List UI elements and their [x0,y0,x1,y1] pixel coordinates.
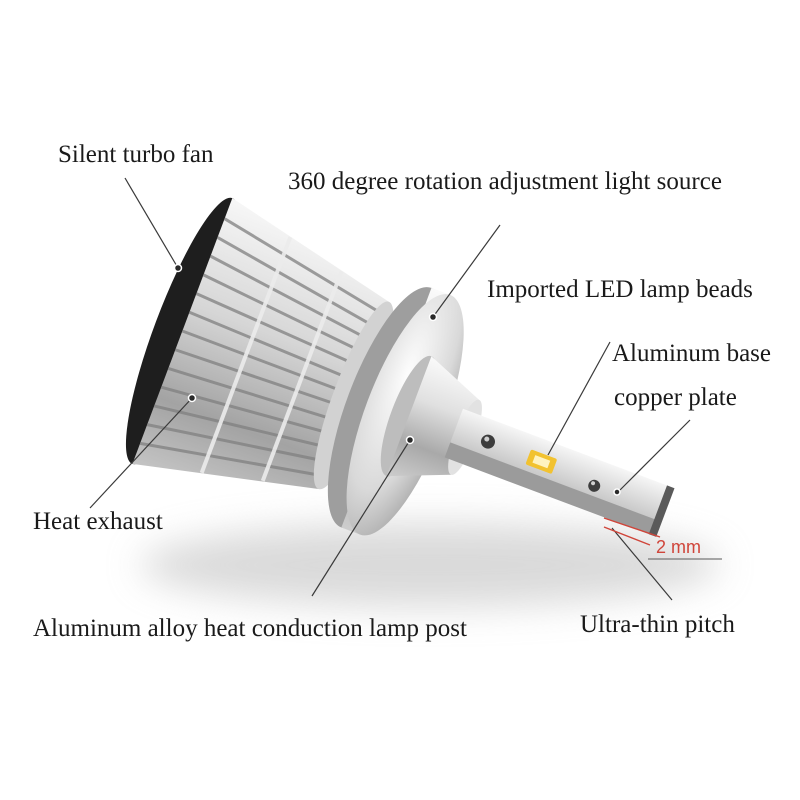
fin-slot [153,404,334,451]
fin-slot [181,329,355,397]
label-lamp-post: Aluminum alloy heat conduction lamp post [33,615,467,642]
fin-slot [216,236,380,331]
leader-fan [124,177,179,269]
board-dot-highlight [484,436,490,442]
label-rotation-adjustment: 360 degree rotation adjustment light sou… [288,168,722,195]
fin-slot [167,367,344,424]
leader-heat-exhaust [89,397,193,509]
fin-slot [223,217,385,317]
leader-aluminum-base [547,341,611,456]
heatsink-fin-slots [139,217,385,478]
fin-slot [195,292,365,370]
leader-rotation [432,224,501,318]
fin-cut [199,236,293,474]
board-dot [480,434,495,449]
label-aluminum-base: Aluminum base [612,340,772,367]
label-dimension-2mm: 2 mm [656,537,701,557]
board-dot-highlight [591,481,596,486]
fin-slot [146,423,329,464]
fin-slot [174,348,350,410]
fin-slot [188,310,360,384]
leader-lamp-post [311,439,411,597]
label-copper-plate: copper plate [614,384,737,411]
dot-fan [173,263,183,273]
leader-copper-plate [619,419,691,491]
led-chip-core [532,455,551,469]
dot-copper-plate [613,488,621,496]
dimension-line-top [603,517,661,538]
leader-dots [173,263,621,496]
dot-heat-exhaust [187,393,197,403]
label-ultra-thin-pitch: Ultra-thin pitch [580,611,735,638]
label-heat-exhaust: Heat exhaust [33,508,163,535]
led-board-end [648,485,675,537]
fin-slot [209,254,375,344]
leader-lines [89,177,722,601]
label-led-lamp-beads: Imported LED lamp beads [487,276,753,303]
led-board-edge [444,440,659,536]
dot-lamp-post [405,435,415,445]
label-silent-turbo-fan: Silent turbo fan [58,141,214,168]
fin-slot [139,441,324,478]
heatsink-cross-cuts [199,236,344,482]
dot-rotation [428,312,438,322]
bulb-shadow [140,523,720,607]
fin-cut [260,270,344,482]
fin-slot [202,273,370,357]
leader-pitch [611,527,673,601]
led-bulb [125,197,675,537]
dimension-line-bottom [603,526,651,546]
dimension-marks [603,517,661,546]
